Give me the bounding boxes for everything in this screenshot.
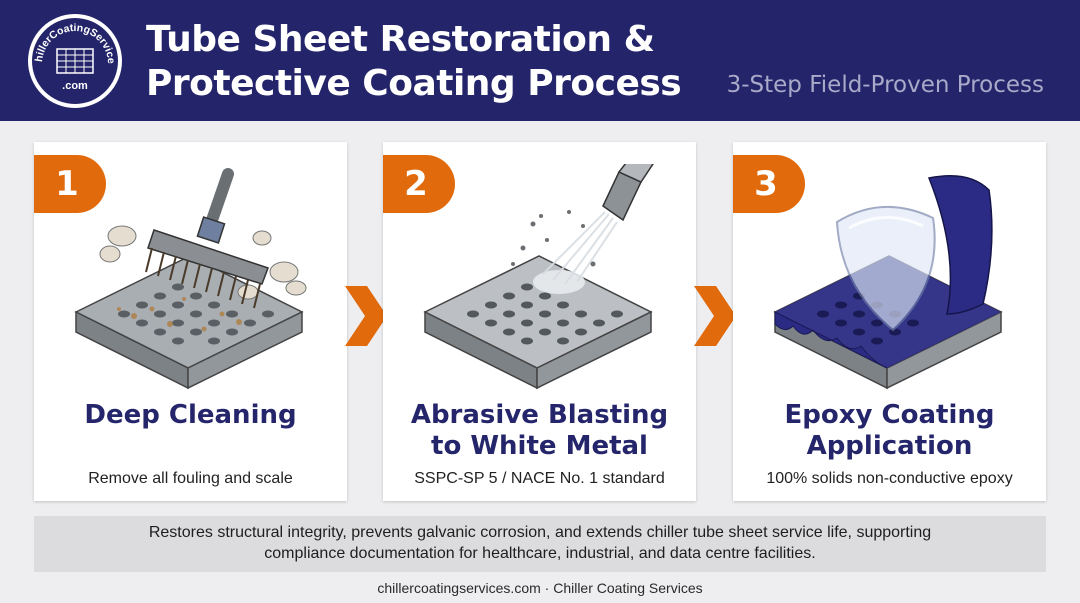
- step-description-3: 100% solids non-conductive epoxy: [766, 470, 1013, 487]
- step-description-2: SSPC-SP 5 / NACE No. 1 standard: [414, 470, 665, 487]
- summary-line-2: compliance documentation for healthcare,…: [264, 545, 816, 562]
- step-card-2: 2 Abrasive Blasting to White Metal SSPC-…: [383, 142, 696, 501]
- title-line-1: Tube Sheet Restoration &: [146, 19, 655, 60]
- step-title-3: Epoxy Coating Application: [733, 400, 1046, 462]
- step-number-badge-2: 2: [383, 155, 455, 213]
- page-title: Tube Sheet Restoration & Protective Coat…: [146, 18, 682, 106]
- step-title-1-line-1: Deep Cleaning: [84, 400, 297, 430]
- step-title-2: Abrasive Blasting to White Metal: [383, 400, 696, 462]
- step-title-3-line-1: Epoxy Coating: [784, 400, 995, 430]
- title-line-2: Protective Coating Process: [146, 63, 682, 104]
- summary-box: Restores structural integrity, prevents …: [34, 516, 1046, 572]
- step-card-3: 3 Epoxy Coating Application 100% solids …: [733, 142, 1046, 501]
- step-description-1: Remove all fouling and scale: [88, 470, 293, 487]
- step-number-badge-1: 1: [34, 155, 106, 213]
- step-number-badge-3: 3: [733, 155, 805, 213]
- step-title-2-line-2: to White Metal: [431, 431, 648, 461]
- page-subtitle: 3-Step Field-Proven Process: [726, 72, 1044, 98]
- abrasive-blasting-illustration: [423, 164, 654, 390]
- chiller-grid-icon: [56, 48, 94, 74]
- summary-line-1: Restores structural integrity, prevents …: [148, 524, 932, 541]
- step-title-3-line-2: Application: [806, 431, 973, 461]
- step-title-2-line-1: Abrasive Blasting: [410, 400, 669, 430]
- brush-cleaning-illustration: [74, 168, 307, 390]
- step-title-1: Deep Cleaning: [34, 400, 347, 431]
- chevron-right-icon: [345, 286, 387, 346]
- chevron-right-icon: [694, 286, 736, 346]
- step-card-1: 1 Deep Cleaning Remove all fouling and s…: [34, 142, 347, 501]
- epoxy-coating-illustration: [773, 175, 1003, 390]
- footer-credit: chillercoatingservices.com · Chiller Coa…: [377, 580, 703, 596]
- logo-dotcom: .com: [62, 80, 88, 92]
